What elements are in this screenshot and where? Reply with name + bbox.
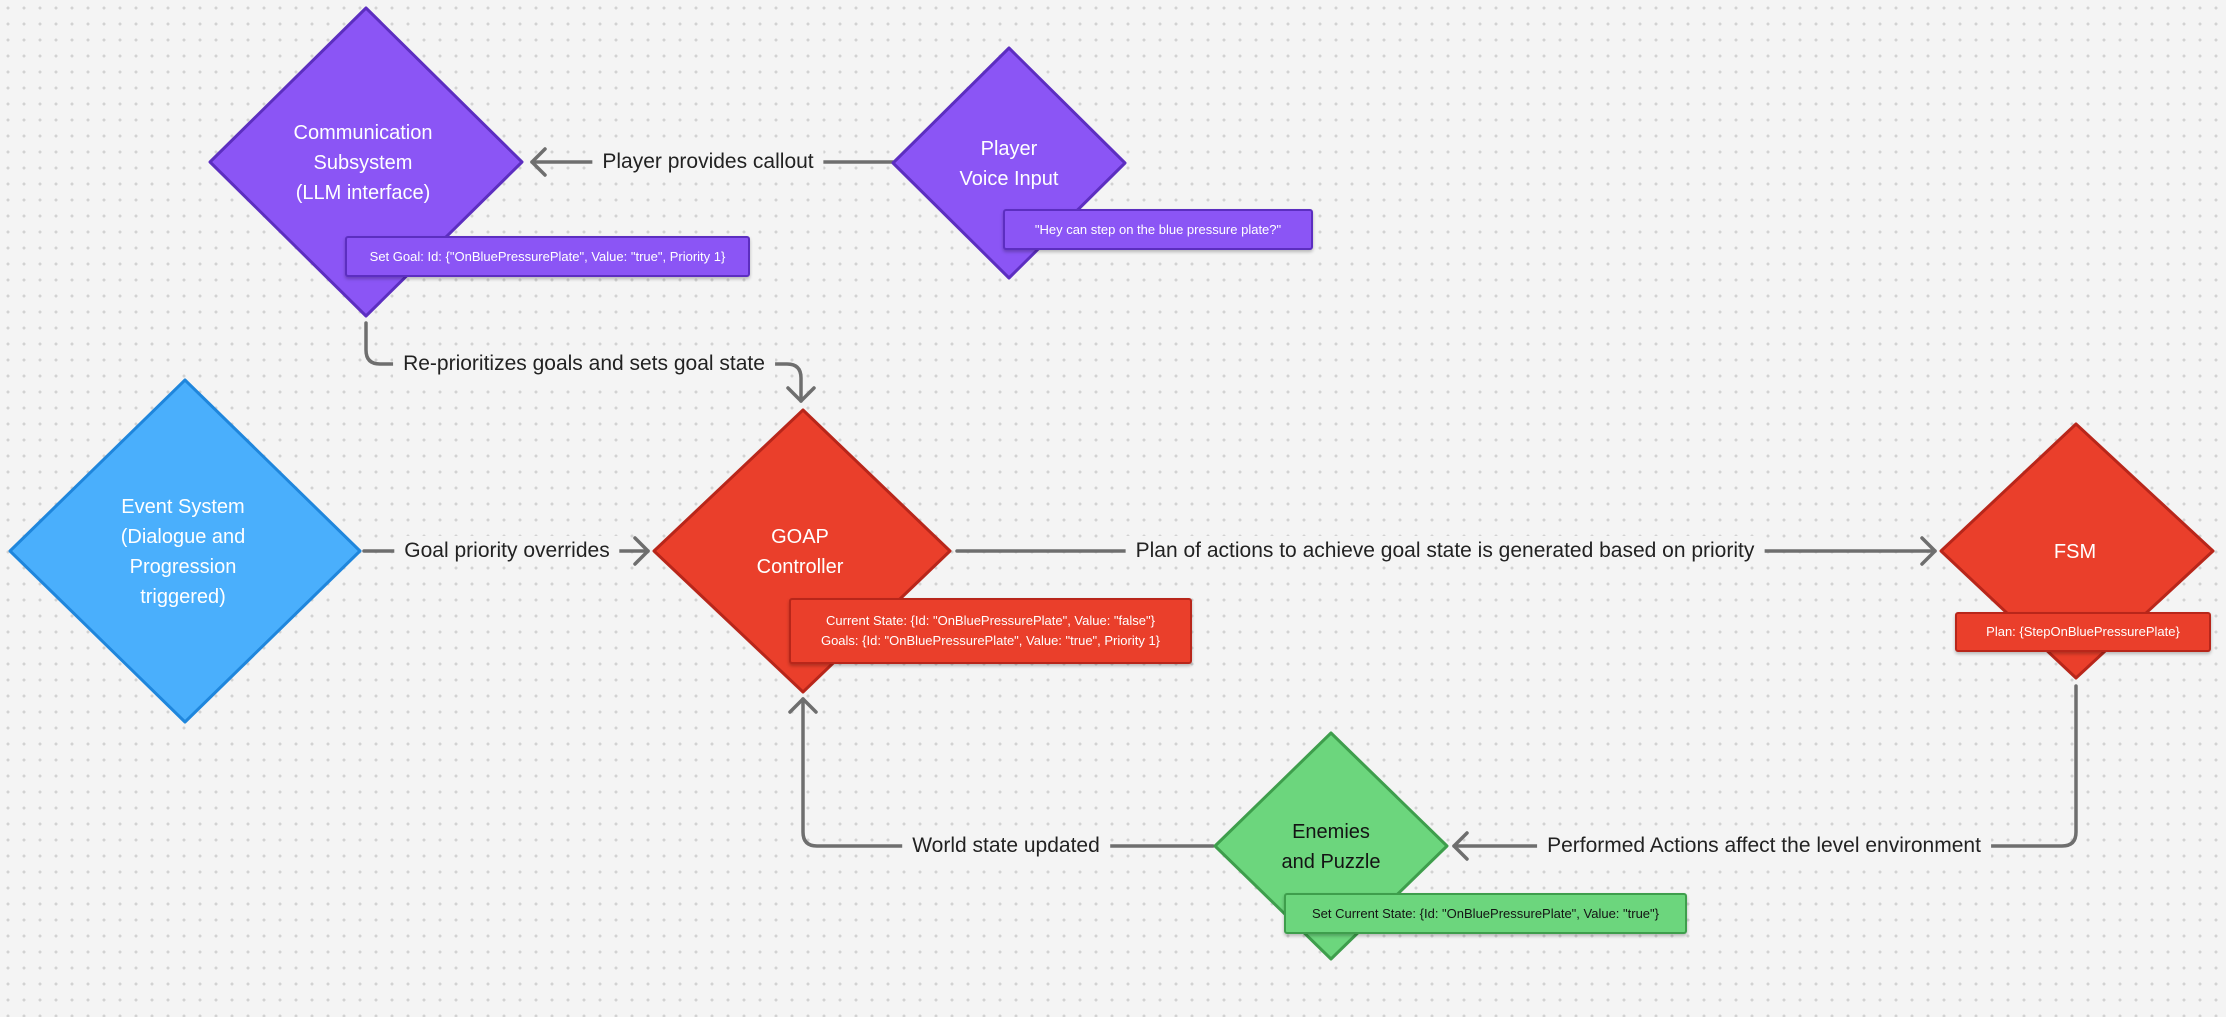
edge-label-enemies-to-goap: World state updated <box>902 831 1110 861</box>
edge-label-event-to-goap: Goal priority overrides <box>394 536 620 566</box>
note-goap-current-state: Current State: {Id: "OnBluePressurePlate… <box>826 613 1155 628</box>
note-enemies-state[interactable]: Set Current State: {Id: "OnBluePressureP… <box>1284 893 1687 934</box>
note-enemies-text: Set Current State: {Id: "OnBluePressureP… <box>1311 905 1659 921</box>
arrowhead-event-to-goap <box>633 536 650 566</box>
node-event-label: Event System (Dialogue and Progression t… <box>120 496 246 608</box>
note-comm-set-goal[interactable]: Set Goal: Id: {"OnBluePressurePlate", Va… <box>345 236 750 277</box>
edge-enemies-to-goap[interactable] <box>801 697 1215 848</box>
node-event-shape[interactable] <box>8 378 362 724</box>
edge-label-player-to-comm: Player provides callout <box>592 147 824 177</box>
arrowhead-enemies-to-goap <box>788 697 818 714</box>
note-comm-text: Set Goal: Id: {"OnBluePressurePlate", Va… <box>369 248 726 264</box>
arrowhead-player-to-comm <box>530 147 547 177</box>
note-fsm-plan[interactable]: Plan: {StepOnBluePressurePlate} <box>1955 612 2211 652</box>
edge-label-fsm-to-enemies: Performed Actions affect the level envir… <box>1537 831 1991 861</box>
node-player-label: Player Voice Input <box>959 138 1059 190</box>
arrowhead-goap-to-fsm <box>1920 536 1937 566</box>
note-goap-goals: Goals: {Id: "OnBluePressurePlate", Value… <box>820 633 1161 648</box>
note-player-text: "Hey can step on the blue pressure plate… <box>1034 221 1282 237</box>
edge-label-comm-to-goap: Re-prioritizes goals and sets goal state <box>393 349 775 379</box>
note-player-callout[interactable]: "Hey can step on the blue pressure plate… <box>1003 209 1313 250</box>
note-fsm-text: Plan: {StepOnBluePressurePlate} <box>1986 624 2180 639</box>
node-enemies-label: Enemies and Puzzle <box>1281 821 1381 873</box>
note-goap-state[interactable]: Current State: {Id: "OnBluePressurePlate… <box>789 598 1192 664</box>
edge-label-goap-to-fsm: Plan of actions to achieve goal state is… <box>1125 536 1765 566</box>
arrowhead-fsm-to-enemies <box>1452 831 1469 861</box>
arrowhead-comm-to-goap <box>786 386 816 403</box>
node-comm-label: Communication Subsystem (LLM interface) <box>293 122 433 204</box>
node-fsm-label: FSM <box>2053 541 2097 563</box>
edge-fsm-to-enemies[interactable] <box>1452 684 2078 848</box>
node-goap-label: GOAP Controller <box>756 526 844 578</box>
